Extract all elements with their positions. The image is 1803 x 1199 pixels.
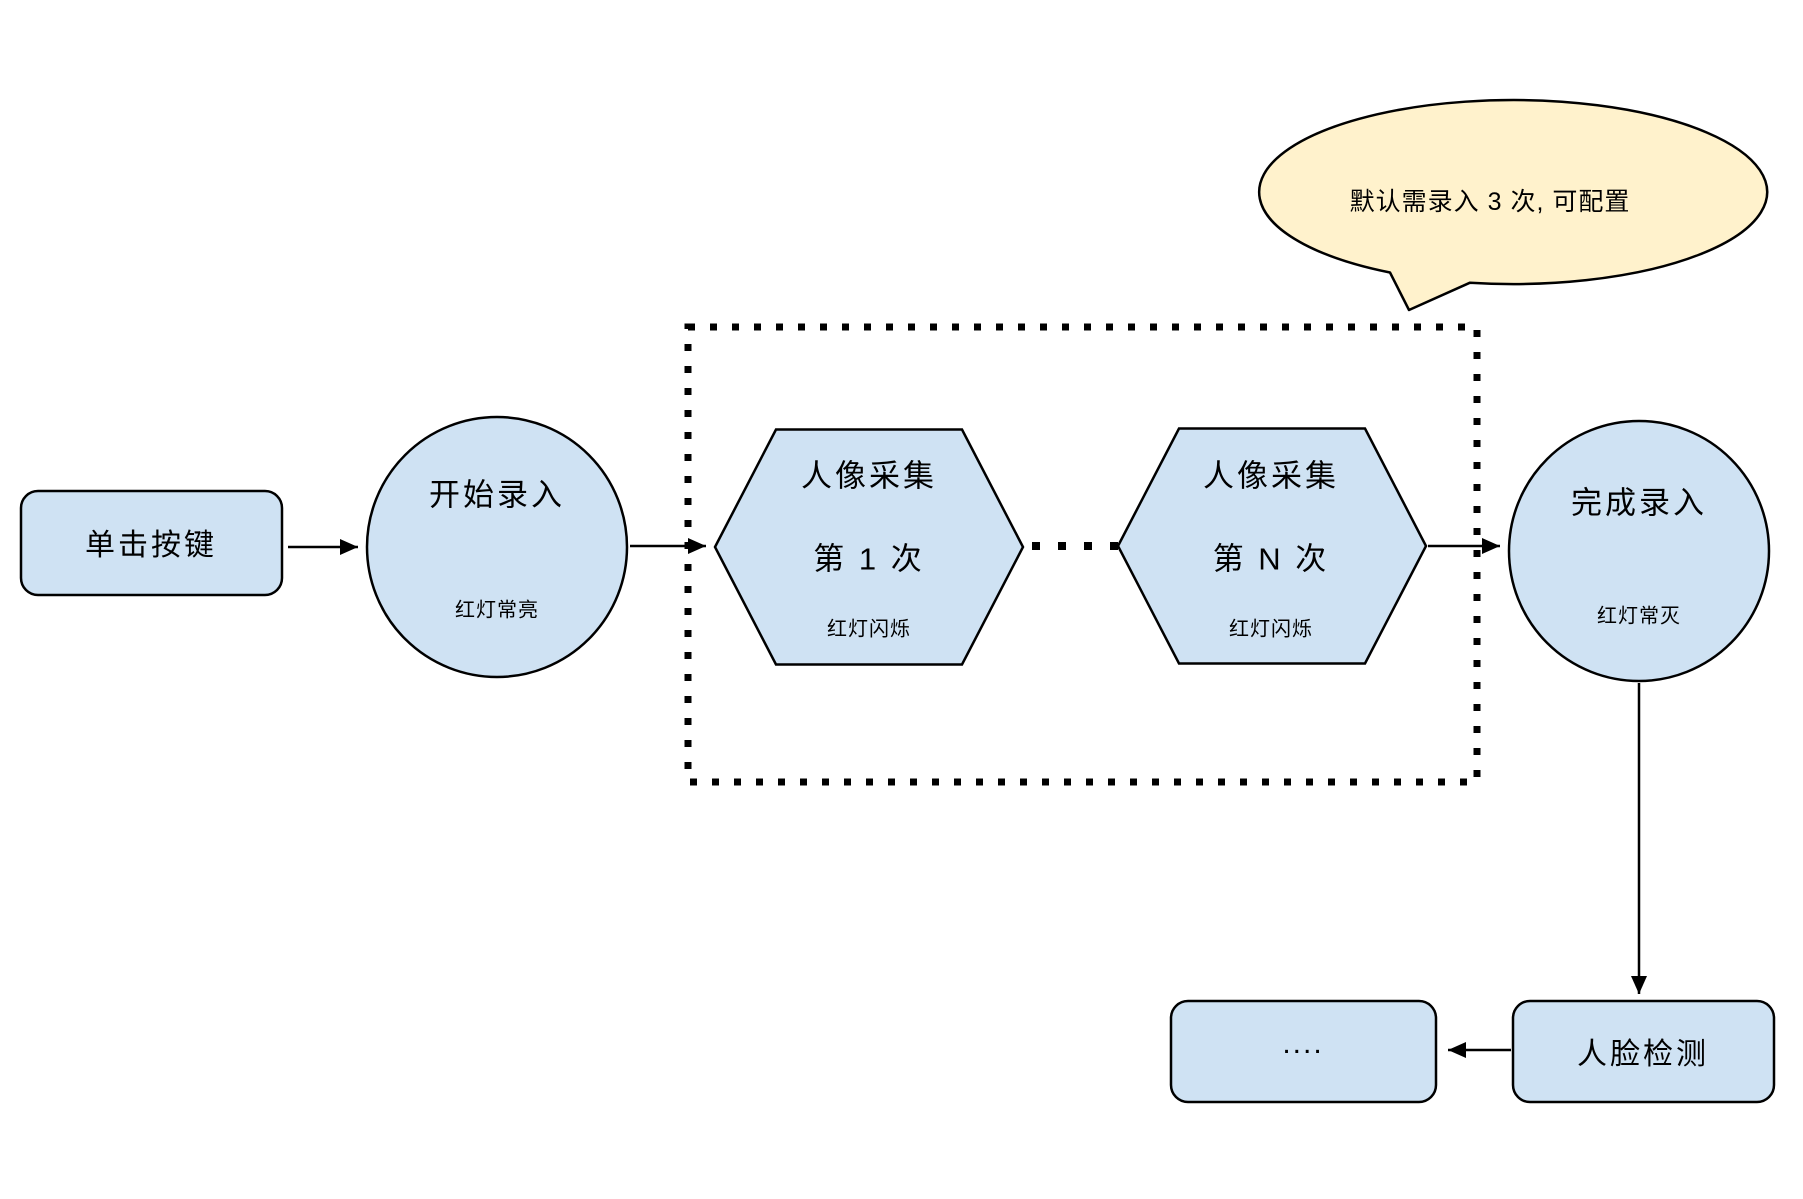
click-button-node-shape: [19, 489, 284, 597]
capture-first-node-shape: [713, 428, 1025, 666]
capture-nth-sublabel: 红灯闪烁: [1229, 618, 1313, 641]
callout-text: 默认需录入 3 次, 可配置: [1349, 188, 1631, 216]
start-enroll-sublabel: 红灯常亮: [455, 599, 539, 622]
repeat-group-dotted-border: [684, 323, 1481, 786]
finish-enroll-label: 完成录入: [1571, 485, 1707, 521]
finish-enroll-sublabel: 红灯常灭: [1597, 605, 1681, 628]
capture-nth-line2: 第 N 次: [1212, 541, 1330, 577]
capture-nth-line1: 人像采集: [1203, 458, 1339, 494]
start-enroll-label: 开始录入: [429, 477, 565, 513]
ellipsis-node-shape: [1169, 999, 1438, 1104]
capture-first-line1: 人像采集: [801, 458, 937, 494]
capture-nth-node-shape: [1116, 427, 1428, 665]
callout-bubble-shape: [1257, 98, 1769, 312]
face-detect-label: 人脸检测: [1577, 1038, 1709, 1071]
finish-enroll-node-shape: [1507, 419, 1771, 683]
face-detect-node-shape: [1511, 999, 1776, 1104]
start-enroll-node-shape: [365, 415, 629, 679]
capture-first-sublabel: 红灯闪烁: [827, 618, 911, 641]
click-button-label: 单击按键: [85, 529, 217, 562]
capture-first-line2: 第 1 次: [813, 541, 925, 577]
ellipsis-label: ....: [1282, 1027, 1324, 1060]
